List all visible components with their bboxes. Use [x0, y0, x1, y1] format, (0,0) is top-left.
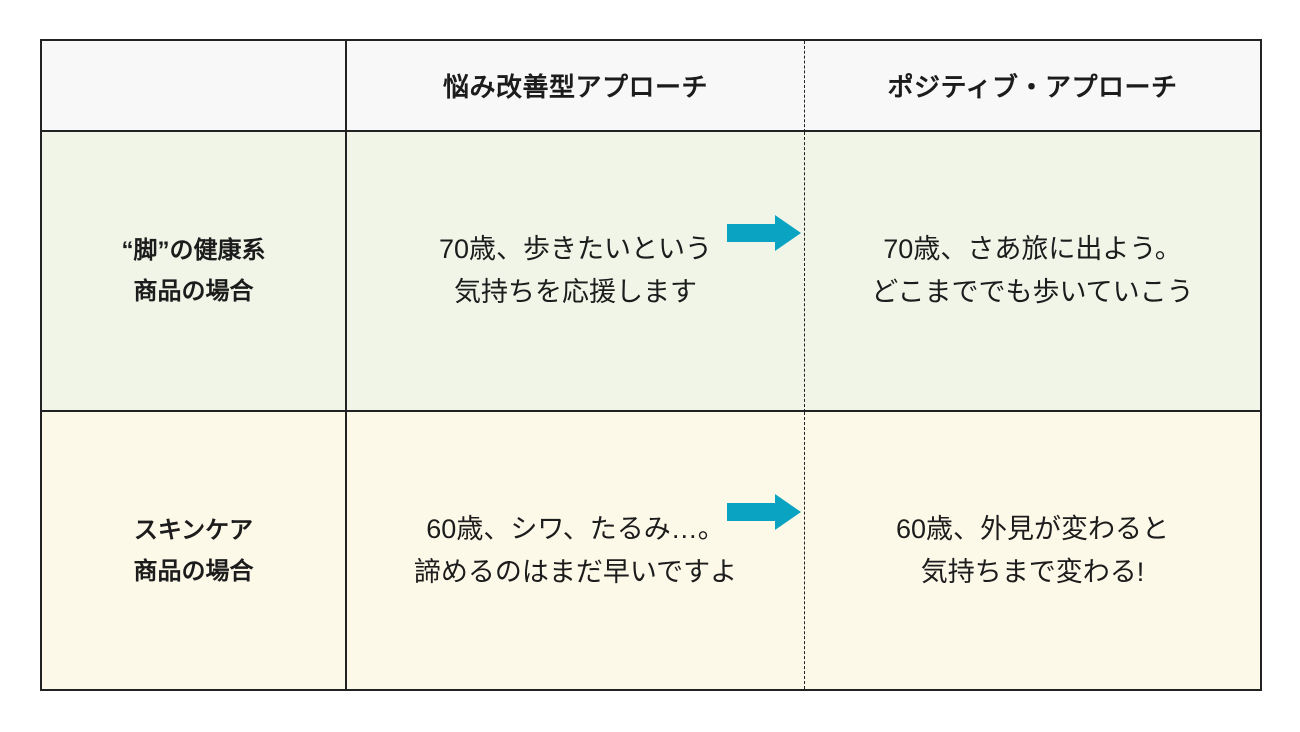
row-label-cell-skincare: スキンケア 商品の場合 [42, 412, 347, 689]
column-header-problem-approach: 悩み改善型アプローチ [442, 72, 708, 102]
cell-skincare-positive-copy: 60歳、外見が変わると 気持ちまで変わる! [805, 412, 1260, 689]
header-cell-positive-approach: ポジティブ・アプローチ [805, 41, 1260, 132]
copy-line: 60歳、外見が変わると [895, 513, 1170, 544]
row-label-cell-leg-health: “脚”の健康系 商品の場合 [42, 132, 347, 412]
copy-line: どこまででも歩いていこう [871, 277, 1194, 307]
row-label-line: “脚”の健康系 [121, 237, 266, 264]
arrow-right-icon [727, 215, 801, 251]
comparison-table: 悩み改善型アプローチ ポジティブ・アプローチ “脚”の健康系 商品の場合 70歳… [40, 39, 1262, 691]
cell-skincare-problem-copy: 60歳、シワ、たるみ…。 諦めるのはまだ早いですよ [347, 412, 805, 689]
copy-line: 70歳、さあ旅に出よう。 [883, 234, 1182, 264]
header-cell-problem-approach: 悩み改善型アプローチ [347, 41, 805, 132]
row-label-line: スキンケア [133, 516, 254, 544]
copy-line: 60歳、シワ、たるみ…。 [426, 513, 725, 544]
row-label-line: 商品の場合 [133, 278, 254, 305]
copy-line: 気持ちまで変わる! [920, 556, 1145, 587]
cell-leg-health-problem-copy: 70歳、歩きたいという 気持ちを応援します [347, 132, 805, 412]
header-empty-cell [42, 41, 347, 132]
column-header-positive-approach: ポジティブ・アプローチ [887, 72, 1178, 102]
copy-line: 70歳、歩きたいという [438, 234, 713, 264]
copy-line: 気持ちを応援します [454, 277, 697, 307]
copy-line: 諦めるのはまだ早いですよ [413, 556, 738, 587]
arrow-right-icon [727, 494, 801, 530]
row-label-line: 商品の場合 [133, 557, 254, 585]
cell-leg-health-positive-copy: 70歳、さあ旅に出よう。 どこまででも歩いていこう [805, 132, 1260, 412]
